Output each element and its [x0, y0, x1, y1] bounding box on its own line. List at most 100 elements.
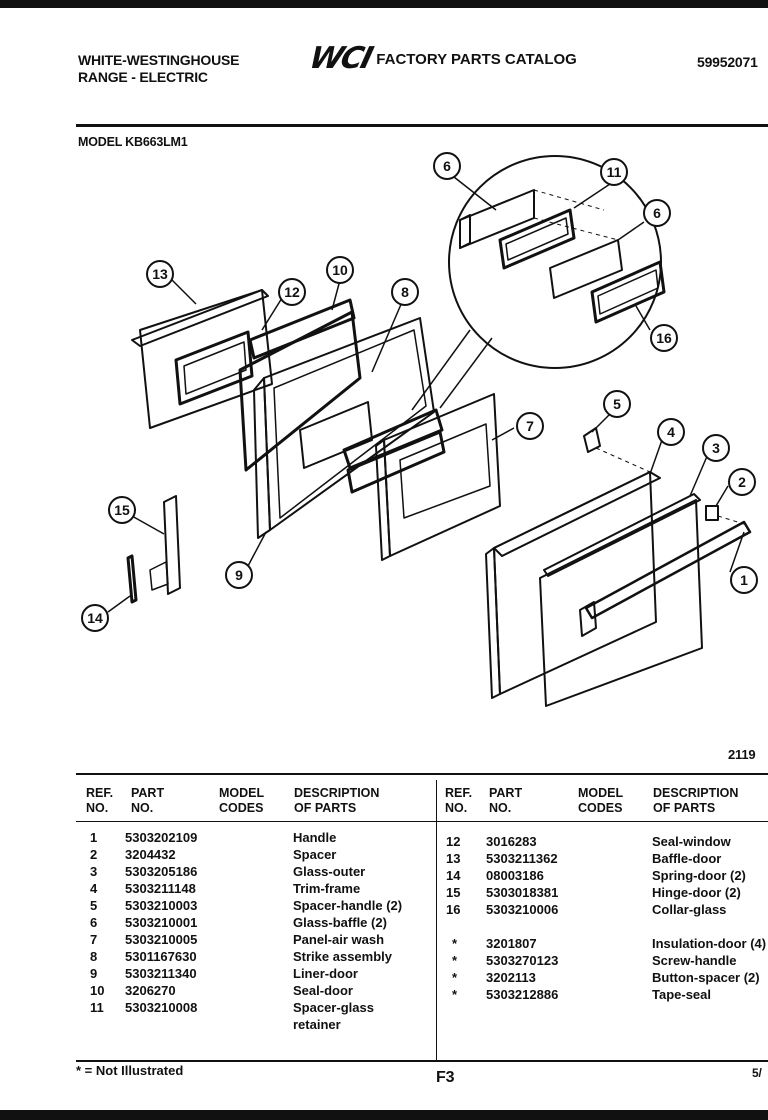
part-description: Seal-door: [293, 983, 353, 998]
callout-12: 12: [284, 284, 300, 300]
callout-circles: [81, 152, 758, 632]
part-description: Collar-glass: [652, 902, 727, 917]
part-number: 5303205186: [125, 864, 198, 879]
part-description: Liner-door: [293, 966, 358, 981]
header-model: MODEL: [578, 786, 624, 800]
part-number: 3201807: [486, 936, 537, 951]
part-seal-door: [238, 310, 362, 472]
part-liner-door: [253, 317, 435, 539]
detail-collar-glass: [590, 260, 666, 324]
ref-no: 5: [90, 898, 98, 913]
part-number: 3206270: [125, 983, 176, 998]
part-description: Spacer: [293, 847, 337, 862]
callout-15: 15: [114, 502, 130, 518]
header-ref-no: NO.: [445, 801, 468, 815]
callout-8: 8: [401, 284, 409, 300]
ref-no: *: [452, 936, 458, 951]
callout-14: 14: [87, 610, 103, 626]
part-description: Baffle-door: [652, 851, 722, 866]
detail-magnifier-circle: [448, 155, 662, 369]
header-rule: [76, 124, 768, 127]
part-description: Strike assembly: [293, 949, 393, 964]
part-glass-outer: [539, 493, 703, 707]
model-label: MODEL KB663LM1: [78, 135, 188, 149]
part-number: 5303210008: [125, 1000, 198, 1015]
table-top-rule: [76, 773, 768, 775]
part-number: 5303210001: [125, 915, 198, 930]
part-number: 08003186: [486, 868, 544, 883]
part-description: Glass-baffle (2): [293, 915, 387, 930]
part-number: 5303202109: [125, 830, 198, 845]
part-number: 5303210005: [125, 932, 198, 947]
catalog-title: FACTORY PARTS CATALOG: [376, 50, 577, 68]
part-description: Button-spacer (2): [652, 970, 760, 985]
part-spacer-handle: [583, 427, 601, 453]
part-number: 5303211340: [125, 966, 197, 981]
part-hinge-door: [149, 495, 181, 595]
bottom-border: [0, 1110, 768, 1120]
part-handle: [579, 520, 752, 637]
ref-no: *: [452, 970, 458, 985]
not-illustrated-note: * = Not Illustrated: [76, 1063, 184, 1078]
part-panel-air-wash: [375, 393, 501, 561]
table-bottom-rule: [76, 1060, 768, 1062]
ref-no: 1: [90, 830, 98, 845]
ref-no: *: [452, 987, 458, 1002]
part-description: Spacer-glass: [293, 1000, 374, 1015]
part-description: Hinge-door (2): [652, 885, 741, 900]
ref-no: 15: [446, 885, 461, 900]
header-model: MODEL: [219, 786, 265, 800]
ref-no: 14: [446, 868, 461, 883]
brand-line-2: RANGE - ELECTRIC: [78, 69, 208, 85]
callout-1: 1: [740, 572, 748, 588]
part-number: 5303212886: [486, 987, 559, 1002]
part-trim-frame: [485, 471, 661, 699]
row-11-continuation: retainer: [293, 1017, 341, 1032]
detail-leader-line-2: [439, 337, 493, 409]
header-ref: REF.: [86, 786, 114, 800]
part-number: 5303210006: [486, 902, 559, 917]
callout-7: 7: [526, 418, 534, 434]
part-number: 3016283: [486, 834, 537, 849]
detail-glass-baffle-right: [549, 239, 623, 299]
catalog-header: WCI FACTORY PARTS CATALOG: [306, 41, 577, 76]
header-ref-no: NO.: [86, 801, 109, 815]
header-description: DESCRIPTION: [653, 786, 739, 800]
ref-no: 2: [90, 847, 98, 862]
callout-6b: 6: [653, 205, 661, 221]
header-model-codes: CODES: [578, 801, 623, 815]
part-description: Tape-seal: [652, 987, 712, 1002]
callout-9: 9: [235, 567, 243, 583]
part-number: 3202113: [486, 970, 536, 985]
ref-no: 6: [90, 915, 98, 930]
callout-4: 4: [667, 424, 675, 440]
part-spacer: [705, 505, 719, 521]
part-number: 5303211362: [486, 851, 558, 866]
ref-no: 16: [446, 902, 461, 917]
callout-6a: 6: [443, 158, 451, 174]
callout-16: 16: [656, 330, 672, 346]
ref-no: 10: [90, 983, 105, 998]
page-code: F3: [436, 1069, 455, 1086]
part-description: Spacer-handle (2): [293, 898, 403, 913]
part-number: 5303210003: [125, 898, 198, 913]
table-column-divider: [436, 780, 437, 1062]
brand-line-1: WHITE-WESTINGHOUSE: [78, 52, 240, 68]
header-of-parts: OF PARTS: [294, 801, 357, 815]
part-number: 3204432: [125, 847, 176, 862]
header-description: DESCRIPTION: [294, 786, 380, 800]
callout-5: 5: [613, 396, 621, 412]
table-header-rule: [76, 821, 768, 822]
part-description: Glass-outer: [293, 864, 366, 879]
part-baffle-door: [131, 289, 273, 429]
page-fraction: 5/: [752, 1066, 762, 1080]
part-glass-stack: [342, 408, 446, 494]
ref-no: 12: [446, 834, 461, 849]
ref-no: *: [452, 953, 458, 968]
header-part-no: NO.: [489, 801, 512, 815]
header-model-codes: CODES: [219, 801, 264, 815]
part-description: Handle: [293, 830, 337, 845]
catalog-number: 59952071: [697, 54, 758, 70]
part-number: 5303211148: [125, 881, 196, 896]
ref-no: 8: [90, 949, 98, 964]
